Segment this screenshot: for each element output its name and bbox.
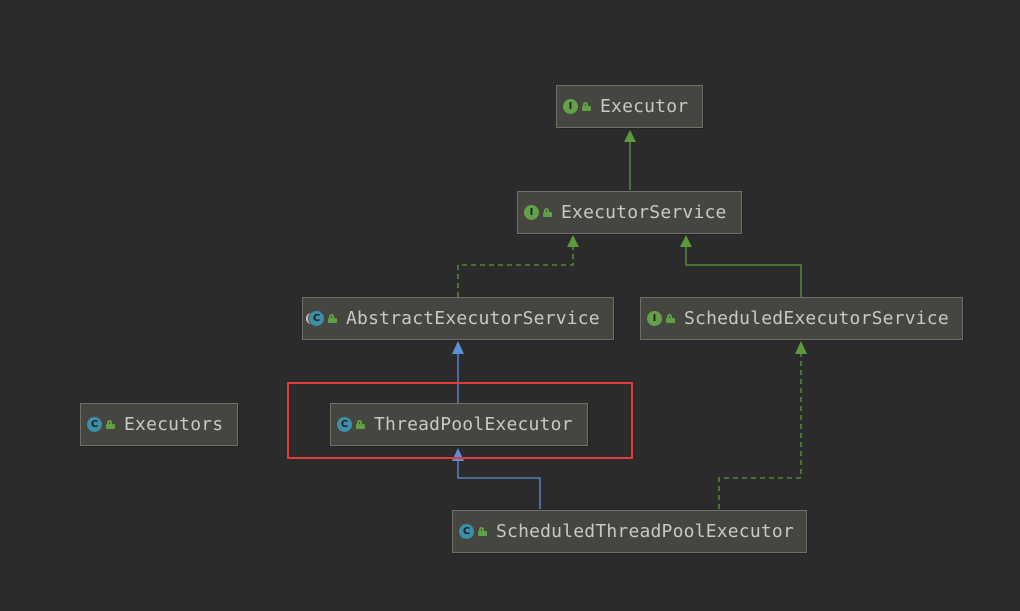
interface-icon: I xyxy=(524,205,539,220)
edge-scheduledthreadpoolexecutor-scheduledexecutorservice xyxy=(718,341,807,509)
interface-icon: I xyxy=(647,311,662,326)
node-executor[interactable]: I Executor xyxy=(556,85,703,128)
public-lock-icon xyxy=(543,208,552,217)
class-icon: C xyxy=(87,417,102,432)
edge-threadpoolexecutor-abstractexecutorservice xyxy=(452,341,464,403)
node-label: ExecutorService xyxy=(561,202,727,223)
node-label: ScheduledThreadPoolExecutor xyxy=(496,521,794,542)
public-lock-icon xyxy=(356,420,365,429)
node-scheduledthreadpoolexecutor[interactable]: C ScheduledThreadPoolExecutor xyxy=(452,510,807,553)
public-lock-icon xyxy=(666,314,675,323)
node-label: ScheduledExecutorService xyxy=(684,308,949,329)
class-icon: C xyxy=(337,417,352,432)
abstract-class-icon: C xyxy=(306,311,324,326)
public-lock-icon xyxy=(582,102,591,111)
edge-abstractexecutorservice-executorservice xyxy=(457,235,579,297)
node-scheduledexecutorservice[interactable]: I ScheduledExecutorService xyxy=(640,297,963,340)
node-label: Executors xyxy=(124,414,224,435)
node-executorservice[interactable]: I ExecutorService xyxy=(517,191,742,234)
class-icon: C xyxy=(459,524,474,539)
node-label: Executor xyxy=(600,96,689,117)
edge-scheduledexecutorservice-executorservice xyxy=(680,235,802,297)
interface-icon: I xyxy=(563,99,578,114)
public-lock-icon xyxy=(478,527,487,536)
node-executors[interactable]: C Executors xyxy=(80,403,238,446)
highlight-box xyxy=(287,382,633,459)
node-label: ThreadPoolExecutor xyxy=(374,414,573,435)
node-threadpoolexecutor[interactable]: C ThreadPoolExecutor xyxy=(330,403,588,446)
node-label: AbstractExecutorService xyxy=(346,308,600,329)
node-abstractexecutorservice[interactable]: C AbstractExecutorService xyxy=(302,297,614,340)
public-lock-icon xyxy=(328,314,337,323)
edge-executorservice-executor xyxy=(624,130,636,190)
public-lock-icon xyxy=(106,420,115,429)
